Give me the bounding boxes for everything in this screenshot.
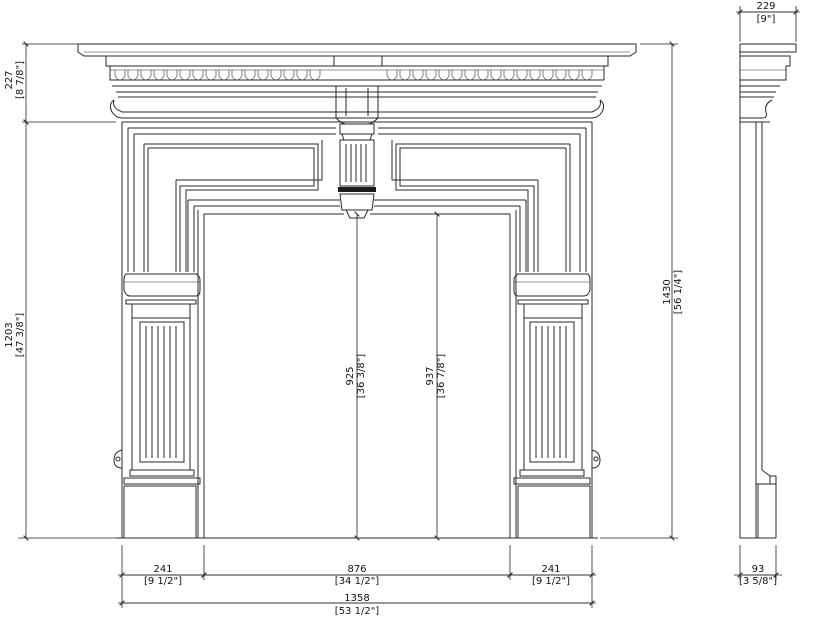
side-elevation — [739, 43, 797, 539]
dim-total-height-in: [56 1/4"] — [673, 270, 684, 314]
dim-leg-depth-in: [3 5/8"] — [739, 576, 777, 587]
dentil — [425, 70, 437, 81]
dentil — [581, 70, 593, 81]
dim-opening-width-in: [34 1/2"] — [335, 576, 379, 587]
firebox-opening — [187, 199, 527, 538]
dentil — [555, 70, 567, 81]
surround-frame — [121, 122, 593, 538]
dentil — [153, 70, 165, 81]
top-shelf — [77, 43, 637, 57]
dentil — [257, 70, 269, 81]
dim-opening-side-in: [36 7/8"] — [436, 354, 447, 398]
dentil — [399, 70, 411, 81]
dim-opening-center-in: [36 3/8"] — [356, 354, 367, 398]
dentil — [412, 70, 424, 81]
dentil — [568, 70, 580, 81]
dentil — [218, 70, 230, 81]
dentil — [114, 70, 126, 81]
dentil — [438, 70, 450, 81]
frieze — [109, 85, 605, 123]
dim-left-leg-width-in: [9 1/2"] — [144, 576, 182, 587]
dim-left-leg-width-mm: 241 — [153, 564, 172, 575]
dimension-lines — [18, 6, 800, 608]
dentil — [296, 70, 308, 81]
dentil — [270, 70, 282, 81]
dentil — [503, 70, 515, 81]
dentil — [529, 70, 541, 81]
dentil — [477, 70, 489, 81]
left-pilaster — [113, 273, 201, 538]
dim-right-leg-width-in: [9 1/2"] — [532, 576, 570, 587]
dentil — [386, 70, 398, 81]
dim-opening-side-mm: 937 — [425, 366, 436, 385]
dim-total-height-mm: 1430 — [662, 279, 673, 304]
dentil-row — [114, 70, 593, 81]
dim-overall-width-mm: 1358 — [344, 593, 369, 604]
dentil — [140, 70, 152, 81]
dentil — [231, 70, 243, 81]
dim-leg-depth-mm: 93 — [752, 564, 765, 575]
dentil — [516, 70, 528, 81]
dim-top-height-mm: 227 — [4, 70, 15, 89]
dentil — [127, 70, 139, 81]
dim-right-leg-width-mm: 241 — [541, 564, 560, 575]
right-pilaster — [513, 273, 601, 538]
dim-opening-width-mm: 876 — [347, 564, 366, 575]
cornice-molding — [105, 56, 609, 81]
dimension-labels: 227 [8 7/8"] 1203 [47 3/8"] 1430 [56 1/4… — [4, 1, 777, 617]
dentil — [464, 70, 476, 81]
dim-leg-height-in: [47 3/8"] — [15, 313, 26, 357]
dentil — [166, 70, 178, 81]
dentil — [179, 70, 191, 81]
dentil — [542, 70, 554, 81]
dentil — [283, 70, 295, 81]
left-upper-panel — [143, 140, 323, 272]
dentil — [205, 70, 217, 81]
dentil — [451, 70, 463, 81]
dim-shelf-depth-in: [9"] — [757, 14, 776, 25]
keystone — [333, 55, 383, 219]
dim-shelf-depth-mm: 229 — [756, 1, 775, 12]
dentil — [192, 70, 204, 81]
dentil — [309, 70, 321, 81]
dim-opening-center-mm: 925 — [345, 366, 356, 385]
dim-top-height-in: [8 7/8"] — [15, 61, 26, 99]
dim-overall-width-in: [53 1/2"] — [335, 606, 379, 617]
dentil — [490, 70, 502, 81]
dim-leg-height-mm: 1203 — [4, 322, 15, 347]
dentil — [244, 70, 256, 81]
right-upper-panel — [391, 140, 571, 272]
